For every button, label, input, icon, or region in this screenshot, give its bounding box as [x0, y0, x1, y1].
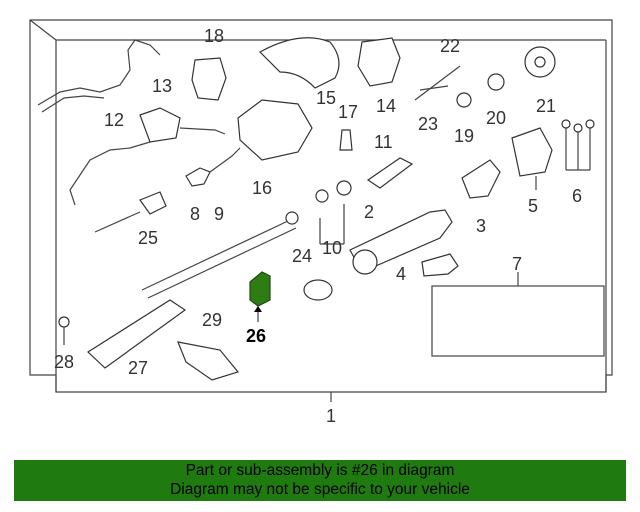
callout-5: 5 [528, 196, 538, 216]
callout-11: 11 [374, 132, 393, 152]
callout-21: 21 [536, 96, 556, 116]
callout-1: 1 [326, 406, 336, 426]
callout-27: 27 [128, 358, 148, 378]
leader-lines [319, 176, 537, 286]
callout-25: 25 [138, 228, 158, 248]
callout-24: 24 [292, 246, 312, 266]
banner-line-2: Diagram may not be specific to your vehi… [170, 481, 470, 498]
banner-line-1: Part or sub-assembly is #26 in diagram [185, 462, 455, 479]
callouts: 1 2 3 4 5 6 7 8 9 10 11 12 13 14 15 16 1… [54, 26, 582, 426]
diagram-frame [29, 19, 613, 402]
info-banner: Part or sub-assembly is #26 in diagram D… [14, 460, 626, 501]
callout-10: 10 [322, 238, 342, 258]
callout-26: 26 [246, 326, 266, 346]
callout-20: 20 [486, 108, 506, 128]
callout-9: 9 [214, 204, 224, 224]
parts-diagram: 1 2 3 4 5 6 7 8 9 10 11 12 13 14 15 16 1… [29, 19, 613, 426]
callout-28: 28 [54, 352, 74, 372]
callout-29: 29 [202, 310, 222, 330]
callout-3: 3 [476, 216, 486, 236]
callout-23: 23 [418, 114, 438, 134]
callout-8: 8 [190, 204, 200, 224]
callout-6: 6 [572, 186, 582, 206]
callout-7: 7 [512, 254, 522, 274]
callout-13: 13 [152, 76, 172, 96]
callout-22: 22 [440, 36, 460, 56]
callout-14: 14 [376, 96, 396, 116]
callout-16: 16 [252, 178, 272, 198]
callout-2: 2 [364, 202, 374, 222]
callout-12: 12 [104, 110, 124, 130]
part-26-highlight[interactable] [249, 271, 271, 322]
callout-17: 17 [338, 102, 358, 122]
callout-18: 18 [204, 26, 224, 46]
part-sketches [37, 37, 605, 381]
callout-19: 19 [454, 126, 474, 146]
callout-15: 15 [316, 88, 336, 108]
callout-4: 4 [396, 264, 406, 284]
